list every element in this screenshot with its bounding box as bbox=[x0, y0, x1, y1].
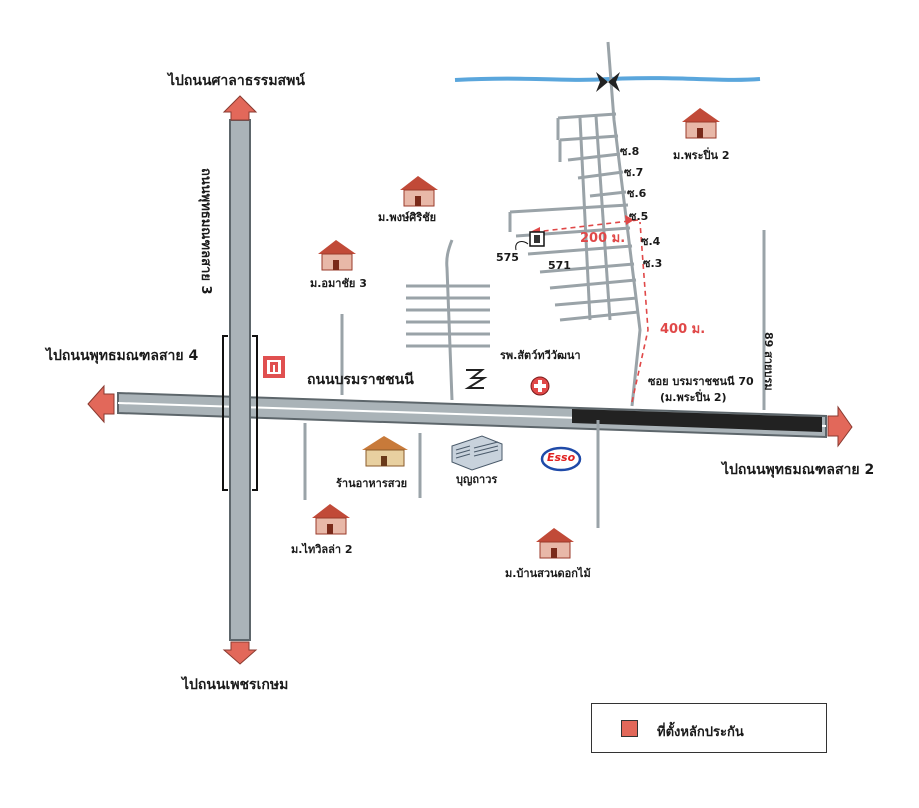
hospital-cross-icon bbox=[530, 376, 550, 396]
label-restaurant: ร้านอาหารสวย bbox=[336, 477, 408, 490]
label-distance-200: 200 ม. bbox=[580, 231, 626, 246]
arrow-north bbox=[222, 95, 258, 121]
house-icon-amarachai bbox=[318, 240, 356, 271]
interchange-bridge bbox=[222, 335, 258, 491]
arrow-west bbox=[87, 384, 115, 424]
plot-marker bbox=[515, 231, 545, 251]
label-soi-89: 89 สายบรม bbox=[762, 332, 775, 391]
vet-logo-icon bbox=[464, 369, 488, 389]
label-bunthaworn: บุญถาวร bbox=[456, 473, 498, 486]
river bbox=[454, 76, 761, 82]
label-vertical-road: ถนนพุทธมณฑลสาย 3 bbox=[198, 168, 213, 295]
label-soi-3: ซ.3 bbox=[643, 257, 663, 270]
arrow-east bbox=[827, 405, 853, 448]
label-thaivilla: ม.ไทวิลล่า 2 bbox=[291, 543, 353, 556]
label-main-road: ถนนบรมราชชนนี bbox=[307, 372, 414, 388]
label-plot-575: 575 bbox=[496, 251, 519, 264]
highlight-segment bbox=[572, 409, 822, 432]
label-amarachai: ม.อมาชัย 3 bbox=[310, 277, 367, 290]
house-icon-praphin bbox=[682, 108, 720, 139]
label-praphin: ม.พระปิ่น 2 bbox=[673, 149, 730, 162]
label-phongsiri: ม.พงษ์ศิริชัย bbox=[378, 211, 437, 224]
label-esso: Esso bbox=[547, 451, 576, 464]
legend-label: ที่ตั้งหลักประกัน bbox=[657, 725, 744, 740]
house-icon-flower-garden bbox=[536, 528, 574, 559]
label-soi-6: ซ.6 bbox=[627, 187, 647, 200]
label-soi-70-sub: (ม.พระปิ่น 2) bbox=[660, 391, 727, 404]
label-soi-7: ซ.7 bbox=[624, 166, 644, 179]
label-west-direction: ไปถนนพุทธมณฑลสาย 4 bbox=[46, 348, 199, 364]
store-logo-icon bbox=[263, 356, 285, 378]
house-icon-restaurant bbox=[362, 436, 408, 467]
bridge-icon bbox=[596, 72, 620, 92]
label-soi-4: ซ.4 bbox=[641, 235, 661, 248]
direction-arrows bbox=[87, 95, 853, 665]
label-soi-70: ซอย บรมราชชนนี 70 bbox=[648, 375, 754, 388]
legend-box: ที่ตั้งหลักประกัน bbox=[591, 703, 827, 753]
label-soi-5: ซ.5 bbox=[629, 210, 649, 223]
label-vet-hospital: รพ.สัตว์ทวีวัฒนา bbox=[500, 349, 581, 362]
label-east-direction: ไปถนนพุทธมณฑลสาย 2 bbox=[722, 462, 875, 478]
label-flower-garden: ม.บ้านสวนดอกไม้ bbox=[505, 567, 591, 580]
house-icon-phongsiri bbox=[400, 176, 438, 207]
vertical-road bbox=[229, 119, 251, 641]
label-plot-571: 571 bbox=[548, 259, 571, 272]
building-icon bbox=[451, 435, 503, 471]
label-north-direction: ไปถนนศาลาธรรมสพน์ bbox=[168, 73, 305, 89]
legend-swatch bbox=[621, 720, 638, 737]
label-soi-8: ซ.8 bbox=[620, 145, 640, 158]
side-roads bbox=[303, 230, 766, 528]
house-icon-thaivilla bbox=[312, 504, 350, 535]
route-path bbox=[534, 219, 649, 403]
esso-logo bbox=[540, 446, 582, 472]
label-distance-400: 400 ม. bbox=[660, 322, 706, 337]
label-south-direction: ไปถนนเพชรเกษม bbox=[182, 677, 289, 693]
arrow-south bbox=[222, 641, 258, 665]
